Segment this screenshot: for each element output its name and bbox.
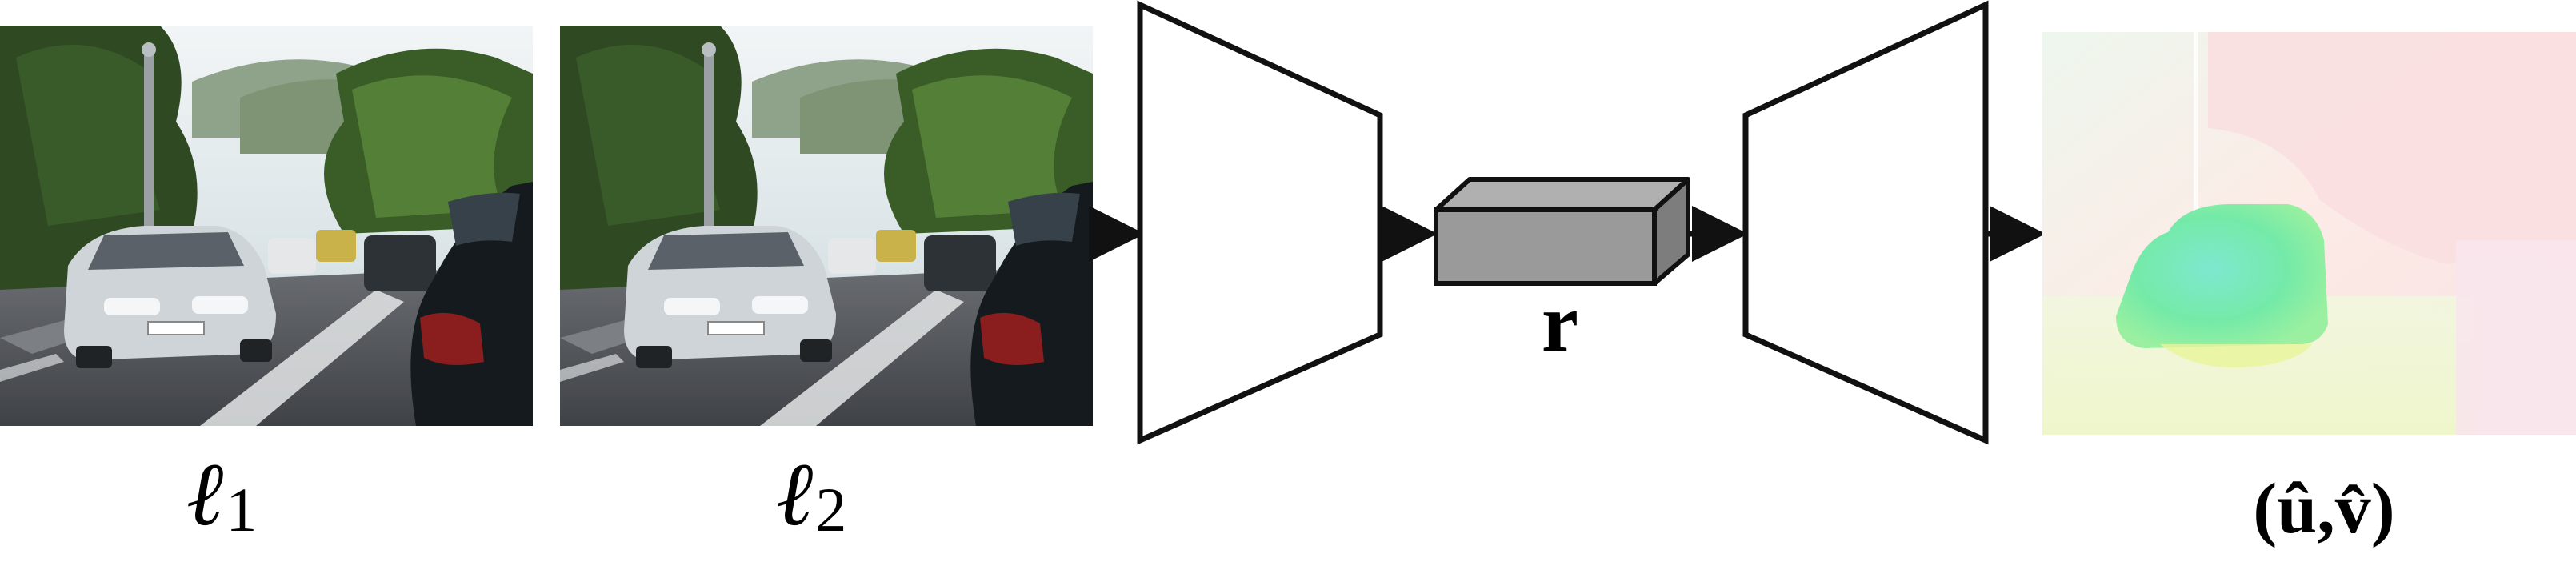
frame-1-symbol: ℓ (188, 445, 226, 544)
optical-flow-output-image (2042, 32, 2576, 435)
latent-representation-box (1434, 177, 1690, 286)
frame-2-image (560, 26, 1093, 426)
frame-2-label: ℓ2 (778, 445, 847, 544)
frame-1-image (0, 26, 533, 426)
frame-1-subscript: 1 (226, 475, 257, 544)
decoder-block (1742, 0, 1989, 445)
frame-1-label: ℓ1 (188, 445, 258, 544)
frame-2-subscript: 2 (815, 475, 846, 544)
frame-2-symbol: ℓ (778, 445, 816, 544)
output-flow-label: (û,v̂) (2253, 469, 2395, 548)
latent-label: r (1542, 277, 1578, 369)
encoder-block (1137, 0, 1383, 445)
